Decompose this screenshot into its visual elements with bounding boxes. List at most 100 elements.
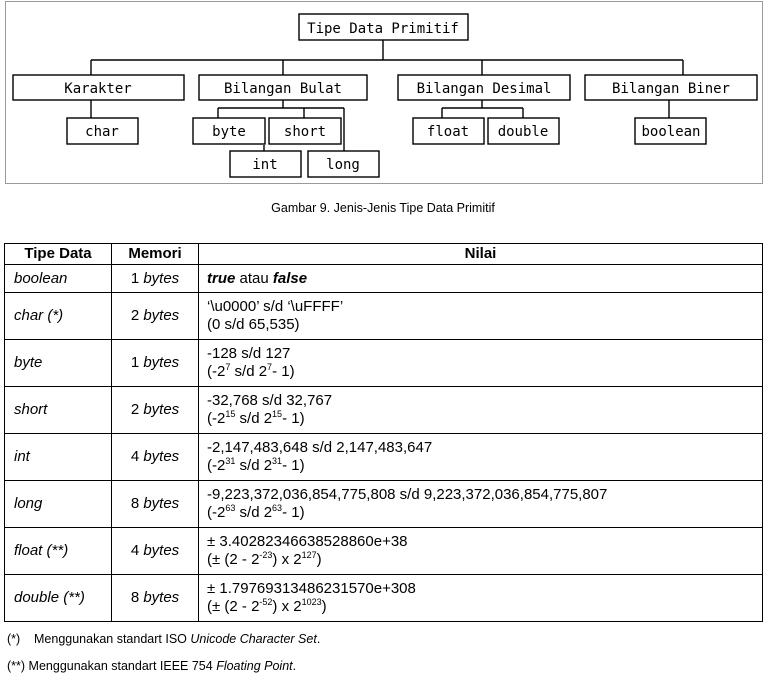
- leaf-box-char: [66, 117, 139, 145]
- value-cell: -9,223,372,036,854,775,808 s/d 9,223,372…: [198, 480, 763, 528]
- footnote-text: Menggunakan standart IEEE 754: [28, 659, 217, 673]
- footnote-emphasis: Unicode Character Set: [190, 632, 317, 646]
- memory-cell: 2 bytes: [111, 386, 199, 434]
- type-cell: char (*): [4, 292, 112, 340]
- memory-number: 4: [130, 448, 140, 465]
- type-cell: int: [4, 433, 112, 481]
- memory-cell: 4 bytes: [111, 433, 199, 481]
- value-false: false: [272, 269, 308, 287]
- memory-cell: 4 bytes: [111, 527, 199, 575]
- formula-exponent: -52: [259, 597, 273, 607]
- formula-part: (± (2 - 2: [207, 551, 260, 568]
- table-header-row: Tipe Data Memori Nilai: [4, 243, 763, 265]
- formula-exponent: 63: [272, 503, 283, 513]
- formula-part: - 1): [272, 363, 295, 380]
- memory-cell: 2 bytes: [111, 292, 199, 340]
- figure-caption: Gambar 9. Jenis-Jenis Tipe Data Primitif: [271, 201, 495, 215]
- formula-part: ) x 2: [272, 598, 302, 615]
- footnote-marker: (**): [7, 659, 26, 673]
- value-range: -2,147,483,648 s/d 2,147,483,647: [207, 439, 433, 456]
- formula-part: ): [321, 598, 327, 615]
- value-cell: ‘\u0000’ s/d ‘\uFFFF’(0 s/d 65,535): [198, 292, 763, 340]
- diagram-frame: Tipe Data Primitif Karakter Bilangan Bul…: [5, 1, 763, 184]
- primitive-type-diagram: Tipe Data Primitif Karakter Bilangan Bul…: [12, 13, 758, 178]
- memory-unit: bytes: [143, 269, 180, 287]
- leaf-label-double: double: [498, 124, 549, 140]
- value-formula: (-231 s/d 231- 1): [207, 457, 756, 475]
- leaf-box-byte: [192, 117, 266, 145]
- type-cell: boolean: [4, 264, 112, 293]
- formula-part: s/d 2: [235, 410, 273, 427]
- value-range: -9,223,372,036,854,775,808 s/d 9,223,372…: [207, 486, 608, 503]
- value-range: ‘\u0000’ s/d ‘\uFFFF’: [207, 298, 344, 315]
- group-label-karakter: Karakter: [64, 81, 131, 97]
- memory-cell: 1 bytes: [111, 264, 199, 293]
- table-row: float (**) 4 bytes ± 3.40282346638528860…: [4, 527, 763, 575]
- memory-unit: bytes: [143, 542, 180, 559]
- value-formula: (± (2 - 2-52) x 21023): [207, 598, 756, 616]
- formula-part: - 1): [282, 504, 305, 521]
- formula-exponent: 1023: [301, 597, 322, 607]
- leaf-label-int: int: [252, 157, 277, 173]
- table-row: double (**) 8 bytes ± 1.7976931348623157…: [4, 574, 763, 622]
- value-range: ± 1.79769313486231570e+308: [207, 580, 416, 597]
- formula-part: s/d 2: [230, 363, 268, 380]
- type-cell: long: [4, 480, 112, 528]
- group-label-bilangan-desimal: Bilangan Desimal: [417, 81, 552, 97]
- table-row: int 4 bytes -2,147,483,648 s/d 2,147,483…: [4, 433, 763, 481]
- formula-part: (-2: [207, 504, 226, 521]
- leaf-box-int: [229, 150, 302, 178]
- formula-exponent: 63: [225, 503, 236, 513]
- type-cell: double (**): [4, 574, 112, 622]
- root-node-box: [298, 13, 469, 41]
- formula-exponent: 31: [272, 456, 283, 466]
- memory-number: 2: [130, 401, 140, 418]
- memory-number: 8: [130, 495, 140, 512]
- primitive-types-table: Tipe Data Memori Nilai boolean 1 bytes t…: [4, 243, 763, 622]
- value-range-decimal: (0 s/d 65,535): [207, 316, 300, 333]
- formula-exponent: 15: [272, 409, 283, 419]
- type-cell: byte: [4, 339, 112, 387]
- root-node-label: Tipe Data Primitif: [307, 21, 459, 37]
- memory-unit: bytes: [143, 448, 180, 465]
- value-range: -128 s/d 127: [207, 345, 291, 362]
- header-nilai: Nilai: [198, 243, 763, 265]
- value-formula: (± (2 - 2-23) x 2127): [207, 551, 756, 569]
- formula-part: ): [316, 551, 322, 568]
- leaf-box-short: [268, 117, 342, 145]
- memory-unit: bytes: [143, 354, 180, 371]
- formula-part: (± (2 - 2: [207, 598, 260, 615]
- formula-part: (-2: [207, 457, 226, 474]
- memory-number: 1: [130, 354, 140, 371]
- footnote-text: Menggunakan standart ISO: [34, 632, 191, 646]
- formula-part: s/d 2: [235, 504, 273, 521]
- leaf-box-double: [487, 117, 560, 145]
- leaf-box-float: [412, 117, 485, 145]
- leaf-box-long: [307, 150, 380, 178]
- value-cell: -128 s/d 127(-27 s/d 27- 1): [198, 339, 763, 387]
- table-row: char (*) 2 bytes ‘\u0000’ s/d ‘\uFFFF’(0…: [4, 292, 763, 340]
- memory-number: 8: [130, 589, 140, 606]
- leaf-box-boolean: [634, 117, 707, 145]
- formula-part: - 1): [282, 457, 305, 474]
- footnote-floating-point: (**) Menggunakan standart IEEE 754 Float…: [7, 659, 296, 673]
- value-true: true: [207, 269, 236, 287]
- leaf-label-float: float: [427, 124, 469, 140]
- group-label-bilangan-biner: Bilangan Biner: [612, 81, 730, 97]
- value-cell: -2,147,483,648 s/d 2,147,483,647(-231 s/…: [198, 433, 763, 481]
- memory-unit: bytes: [143, 307, 180, 324]
- group-box-karakter: [12, 74, 185, 101]
- type-cell: float (**): [4, 527, 112, 575]
- group-box-bilangan-biner: [584, 74, 758, 101]
- value-formula: (-27 s/d 27- 1): [207, 363, 756, 381]
- memory-unit: bytes: [143, 495, 180, 512]
- group-box-bilangan-desimal: [397, 74, 571, 101]
- table-row: byte 1 bytes -128 s/d 127(-27 s/d 27- 1): [4, 339, 763, 387]
- memory-cell: 8 bytes: [111, 480, 199, 528]
- formula-exponent: 31: [225, 456, 236, 466]
- value-range: -32,768 s/d 32,767: [207, 392, 333, 409]
- leaf-label-char: char: [85, 124, 119, 140]
- leaf-label-byte: byte: [212, 124, 246, 140]
- type-cell: short: [4, 386, 112, 434]
- formula-exponent: 7: [267, 362, 273, 372]
